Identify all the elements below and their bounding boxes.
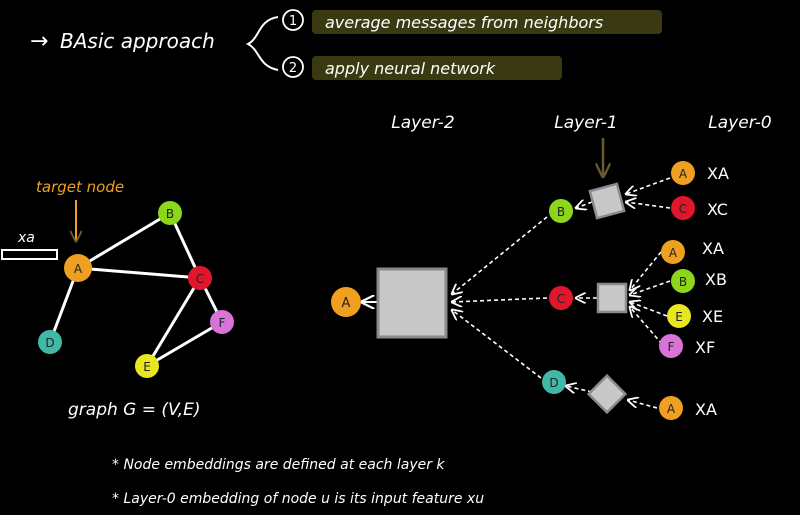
graph-caption: graph G = (V,E) bbox=[68, 400, 200, 420]
step1-highlight bbox=[312, 10, 662, 34]
svg-text:A: A bbox=[667, 402, 676, 416]
edge-l0a-box1 bbox=[626, 177, 671, 194]
svg-text:A: A bbox=[342, 296, 351, 311]
tree-l0-leaf-a-under-b: A XA bbox=[671, 161, 729, 185]
notes: * Node embeddings are defined at each la… bbox=[112, 457, 484, 507]
feature-vector bbox=[1, 249, 58, 260]
header: → BAsic approach 1 2 average messages fr… bbox=[30, 9, 662, 80]
edge-b-bigbox bbox=[452, 216, 548, 294]
step1-number-circle bbox=[282, 9, 304, 31]
edge-d-bigbox bbox=[452, 310, 542, 379]
layer-1-box-d bbox=[586, 373, 628, 415]
feature-xe: XE bbox=[702, 307, 723, 326]
svg-text:A: A bbox=[669, 246, 678, 260]
graph-node-d: D bbox=[38, 330, 62, 354]
edge-l0a-box3 bbox=[628, 400, 658, 409]
tree-root-node: A bbox=[331, 287, 361, 317]
feature-xb: XB bbox=[705, 270, 727, 289]
graph-node-c: C bbox=[188, 266, 212, 290]
header-arrow-icon: → bbox=[30, 29, 48, 54]
step2-highlight bbox=[312, 56, 562, 80]
layer-labels: Layer-2 Layer-1 Layer-0 bbox=[391, 113, 772, 175]
edge-l0e-box2 bbox=[630, 302, 668, 317]
svg-text:C: C bbox=[557, 292, 565, 306]
header-title: BAsic approach bbox=[60, 29, 215, 53]
step1-text: average messages from neighbors bbox=[325, 13, 603, 32]
svg-text:A: A bbox=[74, 262, 83, 276]
svg-text:F: F bbox=[668, 340, 675, 354]
svg-text:D: D bbox=[45, 336, 54, 350]
step1-number: 1 bbox=[289, 14, 297, 29]
layer-2-aggregation-box bbox=[376, 267, 448, 339]
step2-number: 2 bbox=[289, 61, 297, 76]
feature-xa: XA bbox=[707, 164, 729, 183]
feature-xf: XF bbox=[695, 338, 715, 357]
tree-l1-node-d: D bbox=[542, 370, 566, 394]
edge-c-bigbox bbox=[452, 298, 548, 302]
tree-l0-leaf-c-under-b: C XC bbox=[671, 196, 728, 220]
feature-label: xa bbox=[17, 230, 35, 246]
edge-box1-b bbox=[576, 202, 593, 208]
note-1: * Node embeddings are defined at each la… bbox=[112, 457, 445, 473]
edge-a-b bbox=[77, 211, 171, 270]
feature-xa: XA bbox=[702, 239, 724, 258]
tree-l0-leaf-a-under-d: A XA bbox=[659, 396, 717, 420]
tree-l0-leaf-e-under-c: E XE bbox=[667, 304, 723, 328]
computation-tree: A B C D A XA C XC A XA bbox=[331, 161, 729, 420]
brace-icon bbox=[245, 16, 279, 71]
svg-text:F: F bbox=[219, 316, 226, 330]
edge-a-c bbox=[77, 266, 201, 280]
svg-text:C: C bbox=[679, 202, 687, 216]
target-node-label: target node bbox=[36, 178, 124, 196]
layer-2-label: Layer-2 bbox=[391, 113, 454, 133]
layer-1-label: Layer-1 bbox=[554, 113, 617, 133]
edge-l0f-box2 bbox=[630, 307, 663, 345]
input-graph: target node xa A B C D bbox=[1, 178, 234, 420]
svg-text:D: D bbox=[549, 376, 558, 390]
step2-number-circle bbox=[282, 56, 304, 78]
tree-l0-leaf-f-under-c: F XF bbox=[659, 334, 715, 358]
edge-l0a-box2 bbox=[630, 251, 662, 290]
graph-node-a: A bbox=[64, 254, 92, 282]
edge-c-e bbox=[145, 277, 202, 367]
graph-node-e: E bbox=[135, 354, 159, 378]
tree-l0-leaf-b-under-c: B XB bbox=[671, 269, 727, 293]
layer-1-box-b bbox=[588, 182, 626, 220]
svg-text:E: E bbox=[675, 310, 683, 324]
tree-edges bbox=[452, 177, 671, 409]
layer-1-box-c bbox=[596, 282, 628, 314]
svg-text:E: E bbox=[143, 360, 151, 374]
edge-e-f bbox=[146, 320, 223, 368]
feature-xc: XC bbox=[707, 200, 728, 219]
layer-0-label: Layer-0 bbox=[708, 113, 771, 133]
graph-node-f: F bbox=[210, 310, 234, 334]
svg-text:C: C bbox=[196, 272, 204, 286]
step2-text: apply neural network bbox=[325, 59, 496, 78]
svg-text:B: B bbox=[557, 205, 565, 219]
tree-l1-node-b: B bbox=[549, 199, 573, 223]
svg-text:A: A bbox=[679, 167, 688, 181]
edge-box3-d bbox=[566, 386, 593, 392]
feature-xa: XA bbox=[695, 400, 717, 419]
edge-l0c-box1 bbox=[626, 202, 671, 208]
graph-node-b: B bbox=[158, 201, 182, 225]
note-2: * Layer-0 embedding of node u is its inp… bbox=[112, 491, 484, 507]
tree-l0-leaf-a-under-c: A XA bbox=[661, 239, 724, 264]
tree-l1-node-c: C bbox=[549, 286, 573, 310]
edge-l0b-box2 bbox=[630, 280, 671, 295]
svg-text:B: B bbox=[166, 207, 174, 221]
svg-text:B: B bbox=[679, 275, 687, 289]
